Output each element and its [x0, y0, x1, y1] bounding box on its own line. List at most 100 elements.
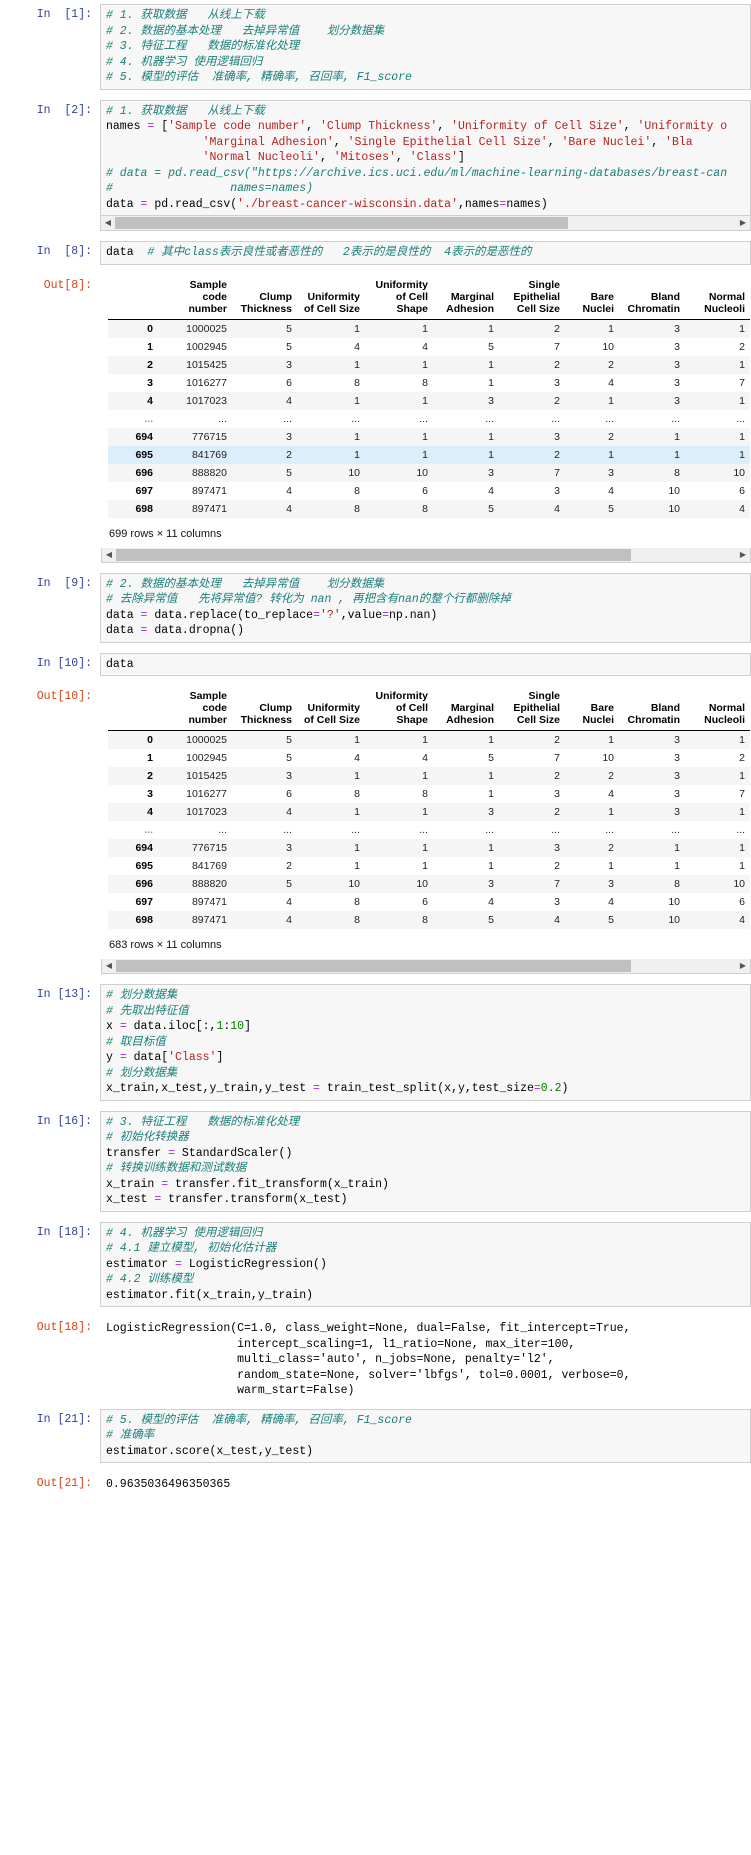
table-cell: 3	[488, 878, 494, 890]
dataframe-column-header: Normal Nucleoli	[685, 687, 750, 731]
output-prompt-label: Out[10]:	[36, 690, 92, 703]
row-index-cell: 3	[147, 788, 153, 800]
scrollbar-track[interactable]	[116, 960, 736, 972]
code-editor[interactable]: data # 其中class表示良性或者恶性的 2表示的是良性的 4表示的是恶性…	[100, 241, 751, 265]
table-cell: 1	[354, 448, 360, 461]
horizontal-scrollbar[interactable]: ◀▶	[101, 959, 751, 974]
table-cell: 7	[554, 878, 560, 890]
table-cell: 1	[739, 860, 745, 872]
table-cell: 3	[674, 322, 680, 335]
table-cell: 3	[488, 806, 494, 818]
code-text: # 3. 特征工程 数据的标准化处理 # 初始化转换器 transfer = S…	[106, 1115, 389, 1207]
table-cell: 1	[354, 734, 360, 746]
code-editor[interactable]: # 2. 数据的基本处理 去掉异常值 划分数据集 # 去除异常值 先将异常值? …	[100, 572, 751, 643]
notebook-input-cell[interactable]: In [1]:# 1. 获取数据 从线上下载 # 2. 数据的基本处理 去掉异常…	[0, 4, 751, 90]
notebook-input-cell[interactable]: In [18]:# 4. 机器学习 使用逻辑回归 # 4.1 建立模型, 初始化…	[0, 1221, 751, 1307]
table-cell: 2	[739, 752, 745, 764]
dataframe-column-header: Single Epithelial Cell Size	[499, 687, 565, 731]
row-index-cell: 697	[135, 896, 153, 908]
table-cell: 1	[422, 860, 428, 872]
code-editor[interactable]: data	[100, 652, 751, 676]
table-cell: 1	[488, 448, 494, 461]
table-cell: 1	[608, 860, 614, 872]
table-cell: 8	[422, 502, 428, 515]
dataframe-column-header: Marginal Adhesion	[433, 275, 499, 320]
output-prompt-label: Out[8]:	[43, 278, 92, 292]
notebook-input-cell[interactable]: In [9]:# 2. 数据的基本处理 去掉异常值 划分数据集 # 去除异常值 …	[0, 572, 751, 643]
row-index-cell: ...	[144, 824, 153, 836]
table-cell: 5	[488, 340, 494, 353]
table-cell: 1	[674, 448, 680, 461]
table-cell: ...	[419, 824, 428, 836]
notebook-input-cell[interactable]: In [8]:data # 其中class表示良性或者恶性的 2表示的是良性的 …	[0, 241, 751, 265]
table-cell: 1	[608, 806, 614, 818]
scrollbar-thumb[interactable]	[116, 960, 631, 972]
table-cell: 3	[488, 466, 494, 479]
input-cell-body: data	[100, 652, 751, 676]
scroll-right-arrow-icon[interactable]: ▶	[739, 549, 747, 559]
scrollbar-track[interactable]	[116, 548, 736, 561]
table-cell: 1	[422, 394, 428, 407]
table-cell: 10	[668, 484, 680, 497]
scroll-left-arrow-icon[interactable]: ◀	[105, 549, 113, 559]
table-cell: 3	[554, 484, 560, 497]
scroll-left-arrow-icon[interactable]: ◀	[104, 218, 112, 227]
input-prompt-label: In [2]:	[36, 103, 92, 117]
notebook-input-cell[interactable]: In [21]:# 5. 模型的评估 准确率, 精确率, 召回率, F1_sco…	[0, 1408, 751, 1463]
table-cell: 3	[608, 878, 614, 890]
notebook-input-cell[interactable]: In [10]:data	[0, 652, 751, 676]
output-prompt-label: Out[18]:	[36, 1321, 92, 1334]
table-cell: 3	[554, 788, 560, 800]
notebook-input-cell[interactable]: In [16]:# 3. 特征工程 数据的标准化处理 # 初始化转换器 tran…	[0, 1110, 751, 1212]
dataframe-shape-label: 699 rows × 11 columns	[109, 527, 222, 540]
row-index-cell: 695	[135, 448, 153, 461]
dataframe-column-header: Clump Thickness	[232, 687, 297, 731]
output-text: 0.9635036496350365	[106, 1478, 231, 1491]
row-index-cell: 3	[147, 376, 153, 389]
dataframe-index-header	[108, 275, 158, 320]
table-cell: 1	[354, 430, 360, 443]
notebook-input-cell[interactable]: In [13]:# 划分数据集 # 先取出特征值 x = data.iloc[:…	[0, 984, 751, 1101]
table-cell: 2	[608, 770, 614, 782]
dataframe-column-header: Clump Thickness	[232, 275, 297, 320]
scrollbar-thumb[interactable]	[115, 217, 569, 229]
table-cell: 4	[422, 752, 428, 764]
row-index-cell: 1	[147, 340, 153, 353]
table-cell: 1	[354, 770, 360, 782]
code-editor[interactable]: # 1. 获取数据 从线上下载 # 2. 数据的基本处理 去掉异常值 划分数据集…	[100, 4, 751, 90]
table-cell: 4	[286, 806, 292, 818]
table-cell: 5	[286, 322, 292, 335]
horizontal-scrollbar[interactable]: ◀▶	[101, 547, 751, 563]
scroll-right-arrow-icon[interactable]: ▶	[739, 218, 747, 227]
code-editor[interactable]: # 5. 模型的评估 准确率, 精确率, 召回率, F1_score # 准确率…	[100, 1408, 751, 1463]
scroll-right-arrow-icon[interactable]: ▶	[739, 961, 747, 970]
table-cell: 1	[488, 430, 494, 443]
table-cell: 4	[286, 502, 292, 515]
table-cell: 1	[422, 358, 428, 371]
table-cell: 897471	[191, 896, 227, 908]
table-cell: 2	[739, 340, 745, 353]
row-index-cell: 4	[147, 806, 153, 818]
code-editor[interactable]: # 3. 特征工程 数据的标准化处理 # 初始化转换器 transfer = S…	[100, 1110, 751, 1212]
scroll-left-arrow-icon[interactable]: ◀	[105, 961, 113, 970]
scrollbar-thumb[interactable]	[116, 548, 631, 561]
table-cell: 4	[286, 896, 292, 908]
table-cell: 10	[668, 896, 680, 908]
code-editor[interactable]: # 划分数据集 # 先取出特征值 x = data.iloc[:,1:10] #…	[100, 984, 751, 1101]
code-editor[interactable]: # 1. 获取数据 从线上下载 names = ['Sample code nu…	[100, 99, 751, 216]
dataframe-column-header: Bare Nuclei	[565, 275, 619, 320]
horizontal-scrollbar[interactable]: ◀▶	[100, 216, 751, 231]
table-cell: 1	[422, 806, 428, 818]
notebook-input-cell[interactable]: In [2]: # 1. 获取数据 从线上下载 names = ['Sample …	[0, 99, 751, 231]
scrollbar-track[interactable]	[115, 217, 736, 229]
code-editor[interactable]: # 4. 机器学习 使用逻辑回归 # 4.1 建立模型, 初始化估计器 esti…	[100, 1221, 751, 1307]
